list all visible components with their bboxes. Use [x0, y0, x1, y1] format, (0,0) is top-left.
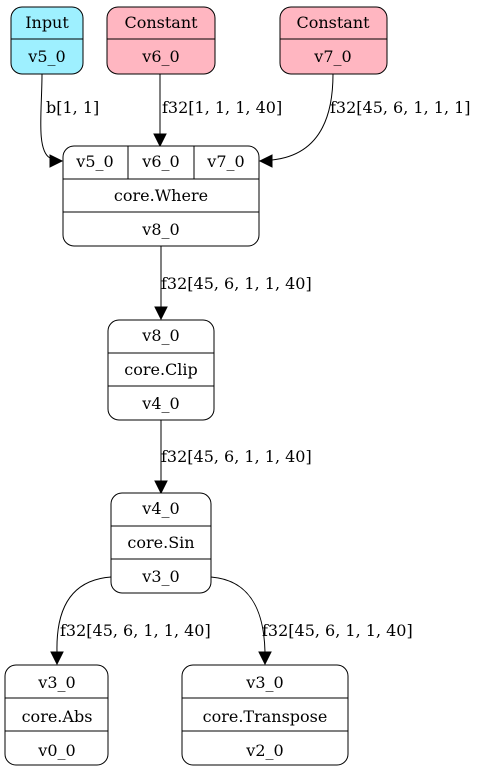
node-transpose-input: v3_0: [245, 673, 283, 692]
node-sin[interactable]: v4_0 core.Sin v3_0: [110, 492, 212, 594]
node-clip-op: core.Clip: [124, 360, 198, 379]
node-constant-v6-title: Constant: [124, 13, 198, 32]
node-constant-v7-title: Constant: [296, 13, 370, 32]
node-constant-v7-port: v7_0: [313, 47, 351, 66]
node-constant-v6-port: v6_0: [141, 47, 179, 66]
edge-label-sin-to-abs: f32[45, 6, 1, 1, 40]: [60, 621, 211, 640]
node-constant-v6[interactable]: Constant v6_0: [106, 6, 216, 75]
node-sin-box: [110, 492, 212, 594]
node-constant-v7-box: [279, 6, 388, 75]
node-input-v5[interactable]: Input v5_0: [10, 6, 84, 75]
node-where-output: v8_0: [141, 220, 179, 239]
edge-v6-to-where: f32[1, 1, 1, 40]: [153, 74, 282, 148]
node-where-input-1: v5_0: [75, 152, 113, 171]
node-constant-v6-box: [106, 6, 216, 75]
edge-v7-to-where: f32[45, 6, 1, 1, 1]: [258, 73, 471, 168]
node-clip-input: v8_0: [141, 326, 179, 345]
edge-sin-to-abs: f32[45, 6, 1, 1, 40]: [50, 576, 211, 666]
node-abs-output: v0_0: [37, 741, 75, 760]
edge-v5-to-where: b[1, 1]: [40, 73, 99, 168]
node-input-v5-title: Input: [25, 13, 69, 32]
edge-label-v6-to-where: f32[1, 1, 1, 40]: [162, 98, 282, 117]
edge-label-v7-to-where: f32[45, 6, 1, 1, 1]: [330, 98, 471, 117]
edge-label-where-to-clip: f32[45, 6, 1, 1, 40]: [161, 274, 312, 293]
node-sin-output: v3_0: [141, 567, 179, 586]
node-input-v5-box: [10, 6, 84, 75]
edge-clip-to-sin: f32[45, 6, 1, 1, 40]: [154, 420, 312, 495]
edge-sin-to-transpose: f32[45, 6, 1, 1, 40]: [210, 576, 413, 666]
node-clip[interactable]: v8_0 core.Clip v4_0: [107, 319, 215, 421]
node-abs-box: [4, 664, 109, 766]
edge-where-to-clip: f32[45, 6, 1, 1, 40]: [154, 246, 312, 321]
edge-label-clip-to-sin: f32[45, 6, 1, 1, 40]: [161, 447, 312, 466]
node-sin-op: core.Sin: [127, 533, 194, 552]
edge-label-sin-to-transpose: f32[45, 6, 1, 1, 40]: [262, 621, 413, 640]
node-transpose[interactable]: v3_0 core.Transpose v2_0: [181, 664, 349, 766]
node-where-box: [62, 145, 260, 247]
node-clip-box: [107, 319, 215, 421]
edge-label-v5-to-where: b[1, 1]: [46, 98, 99, 117]
node-where-op: core.Where: [114, 186, 208, 205]
node-transpose-box: [181, 664, 349, 766]
node-transpose-output: v2_0: [245, 741, 283, 760]
node-where-input-3: v7_0: [206, 152, 244, 171]
node-where-input-2: v6_0: [141, 152, 179, 171]
node-transpose-op: core.Transpose: [203, 707, 328, 726]
node-abs-input: v3_0: [37, 673, 75, 692]
node-clip-output: v4_0: [141, 394, 179, 413]
node-abs[interactable]: v3_0 core.Abs v0_0: [4, 664, 109, 766]
node-input-v5-port: v5_0: [27, 47, 65, 66]
node-constant-v7[interactable]: Constant v7_0: [279, 6, 388, 75]
node-where[interactable]: v5_0 v6_0 v7_0 core.Where v8_0: [62, 145, 260, 247]
node-sin-input: v4_0: [141, 499, 179, 518]
node-abs-op: core.Abs: [22, 707, 93, 726]
